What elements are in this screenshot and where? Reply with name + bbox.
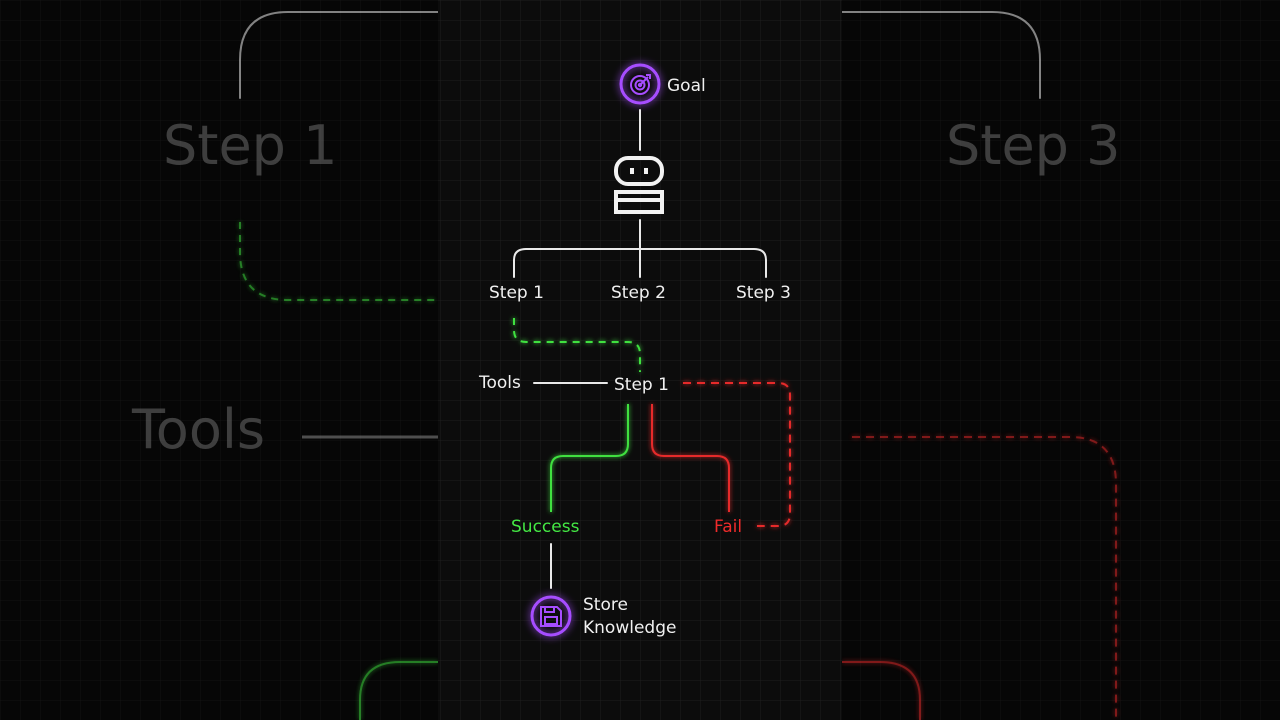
target-icon xyxy=(630,74,651,95)
fail-label: Fail xyxy=(714,517,742,537)
store-knowledge-node: Store Knowledge xyxy=(530,595,676,638)
success-branch-connector xyxy=(550,404,629,512)
goal-node: Goal xyxy=(619,63,706,105)
step-2-label: Step 2 xyxy=(611,283,666,303)
fail-branch-connector xyxy=(651,404,730,512)
goal-label: Goal xyxy=(667,76,706,96)
background-step-label: Step 1 xyxy=(163,114,337,177)
background-right-panel: Step 3 xyxy=(841,11,1120,720)
current-step-label: Step 1 xyxy=(614,375,669,395)
background-step3-label: Step 3 xyxy=(946,114,1120,177)
success-label: Success xyxy=(511,517,580,537)
store-label-line1: Store xyxy=(583,595,628,615)
background-tools-label: Tools xyxy=(131,398,265,461)
robot-icon xyxy=(614,156,664,214)
background-left-panel: Step 1 Tools xyxy=(131,11,441,720)
step-3-label: Step 3 xyxy=(736,283,791,303)
step1-expand-connector xyxy=(513,318,641,372)
step-1-label: Step 1 xyxy=(489,283,544,303)
tools-label: Tools xyxy=(478,373,521,393)
floppy-disk-icon xyxy=(540,606,562,627)
steps-tree-connector xyxy=(513,219,767,278)
store-label-line2: Knowledge xyxy=(583,618,676,638)
retry-loop-connector xyxy=(683,382,791,527)
